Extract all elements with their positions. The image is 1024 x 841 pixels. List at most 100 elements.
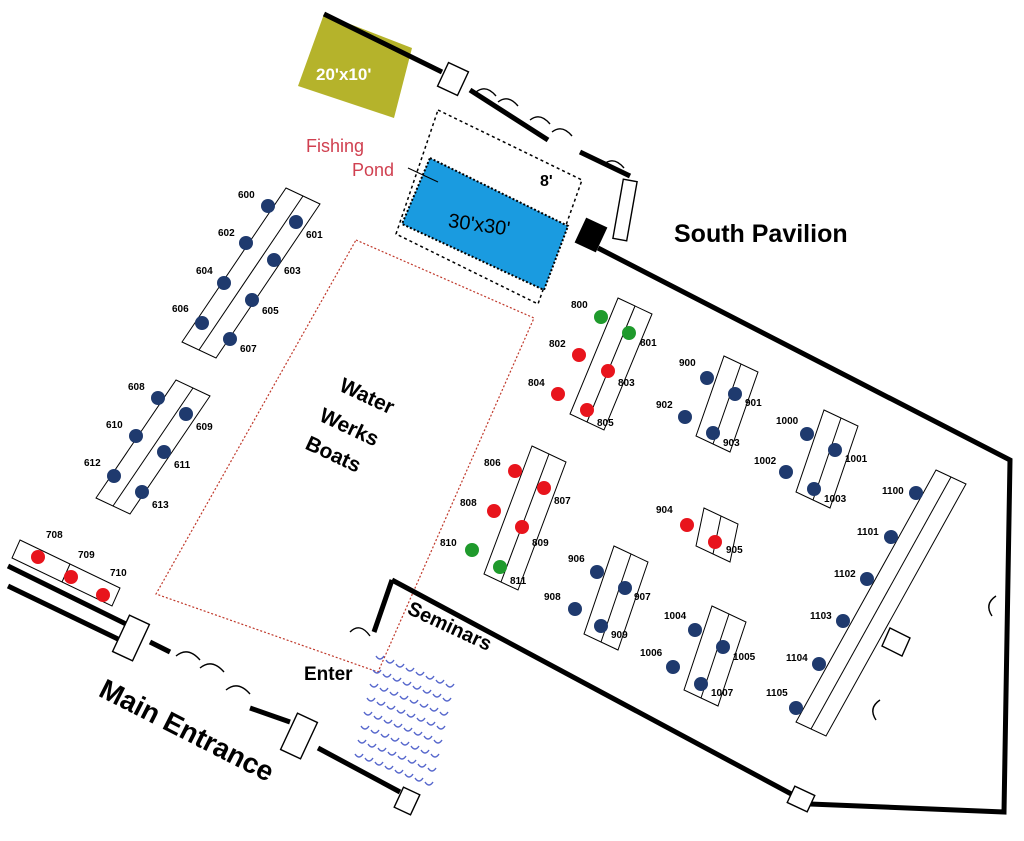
booth-804-marker[interactable] [551, 387, 565, 401]
booth-801-marker[interactable] [622, 326, 636, 340]
seminar-chair [399, 695, 409, 700]
booth-902-marker[interactable] [678, 410, 692, 424]
booth-table-outline [695, 507, 739, 563]
seminar-chair [429, 707, 439, 712]
seminar-chair [384, 765, 394, 770]
booth-613-marker[interactable] [135, 485, 149, 499]
booth-709-label: 709 [78, 550, 95, 561]
booth-1007-label: 1007 [711, 688, 734, 699]
fishing-pond-label-line1: Fishing [306, 136, 364, 156]
seminar-chair [360, 725, 370, 730]
booth-1101-label: 1101 [857, 527, 879, 538]
fishing-pond [400, 156, 570, 292]
booth-708-marker[interactable] [31, 550, 45, 564]
booth-806-marker[interactable] [508, 464, 522, 478]
seminar-chair [445, 683, 455, 688]
booth-603-label: 603 [284, 266, 301, 277]
booth-1006-marker[interactable] [666, 660, 680, 674]
booth-607-marker[interactable] [223, 332, 237, 346]
seminar-chair [395, 663, 405, 668]
booth-710-marker[interactable] [96, 588, 110, 602]
booth-1102-marker[interactable] [860, 572, 874, 586]
booth-1101-marker[interactable] [884, 530, 898, 544]
booth-609-marker[interactable] [179, 407, 193, 421]
booth-805-marker[interactable] [580, 403, 594, 417]
booth-901-marker[interactable] [728, 387, 742, 401]
booth-1104-marker[interactable] [812, 657, 826, 671]
booth-807-marker[interactable] [537, 481, 551, 495]
booth-1103-marker[interactable] [836, 614, 850, 628]
booth-808-marker[interactable] [487, 504, 501, 518]
booth-605-marker[interactable] [245, 293, 259, 307]
booth-608-marker[interactable] [151, 391, 165, 405]
seminar-chair [423, 735, 433, 740]
booth-906-marker[interactable] [590, 565, 604, 579]
booth-table-outline [181, 187, 321, 359]
booth-table-outline [569, 297, 653, 431]
fishing-pond-label-line2: Pond [352, 160, 394, 180]
booth-809-marker[interactable] [515, 520, 529, 534]
booth-600-marker[interactable] [261, 199, 275, 213]
booth-900-label: 900 [679, 358, 696, 369]
seminar-chair [386, 705, 396, 710]
booth-810-marker[interactable] [465, 543, 479, 557]
booth-611-marker[interactable] [157, 445, 171, 459]
booth-610-marker[interactable] [129, 429, 143, 443]
booth-905-marker[interactable] [708, 535, 722, 549]
gap-note-label: 8' [540, 173, 553, 190]
seminar-chair [377, 747, 387, 752]
booth-1100-label: 1100 [882, 486, 904, 497]
seminar-chair [376, 701, 386, 706]
booth-800-marker[interactable] [594, 310, 608, 324]
seminar-chair [439, 711, 449, 716]
booth-802-marker[interactable] [572, 348, 586, 362]
booth-markers: 6006016026036046056066076086096106116126… [31, 190, 923, 715]
booth-605-label: 605 [262, 306, 279, 317]
seminar-chair [405, 667, 415, 672]
booth-801-label: 801 [640, 338, 657, 349]
booth-604-marker[interactable] [217, 276, 231, 290]
seminar-chair [397, 755, 407, 760]
booth-613-label: 613 [152, 500, 169, 511]
booth-903-label: 903 [723, 438, 740, 449]
booth-table-outline [683, 605, 747, 707]
fishing-pond-pointer [407, 167, 439, 183]
booth-904-marker[interactable] [680, 518, 694, 532]
booth-907-marker[interactable] [618, 581, 632, 595]
booth-908-marker[interactable] [568, 602, 582, 616]
seminar-chair [415, 671, 425, 676]
booth-1005-marker[interactable] [716, 640, 730, 654]
seminar-chair [404, 773, 414, 778]
booth-903-marker[interactable] [706, 426, 720, 440]
pond-border [395, 108, 583, 306]
booth-803-marker[interactable] [601, 364, 615, 378]
booth-811-marker[interactable] [493, 560, 507, 574]
booth-1001-marker[interactable] [828, 443, 842, 457]
booth-table-outline [795, 409, 859, 509]
booth-802-label: 802 [549, 339, 566, 350]
booth-table-outline [583, 545, 649, 651]
booth-1000-marker[interactable] [800, 427, 814, 441]
booth-table-divider [112, 387, 194, 507]
booth-1100-marker[interactable] [909, 486, 923, 500]
booth-612-marker[interactable] [107, 469, 121, 483]
booth-1007-marker[interactable] [694, 677, 708, 691]
booth-709-marker[interactable] [64, 570, 78, 584]
booth-900-marker[interactable] [700, 371, 714, 385]
seminar-chair [354, 753, 364, 758]
booth-1105-marker[interactable] [789, 701, 803, 715]
booth-table-divider [500, 453, 550, 583]
enter-label: Enter [304, 664, 353, 685]
booth-602-marker[interactable] [239, 236, 253, 250]
booth-606-marker[interactable] [195, 316, 209, 330]
booth-601-marker[interactable] [289, 215, 303, 229]
booth-603-marker[interactable] [267, 253, 281, 267]
north-doors [436, 61, 638, 253]
booth-1003-marker[interactable] [807, 482, 821, 496]
seminar-chair [390, 737, 400, 742]
booth-708-label: 708 [46, 530, 63, 541]
booth-800-label: 800 [571, 300, 588, 311]
booth-909-marker[interactable] [594, 619, 608, 633]
booth-1002-marker[interactable] [779, 465, 793, 479]
booth-1004-marker[interactable] [688, 623, 702, 637]
